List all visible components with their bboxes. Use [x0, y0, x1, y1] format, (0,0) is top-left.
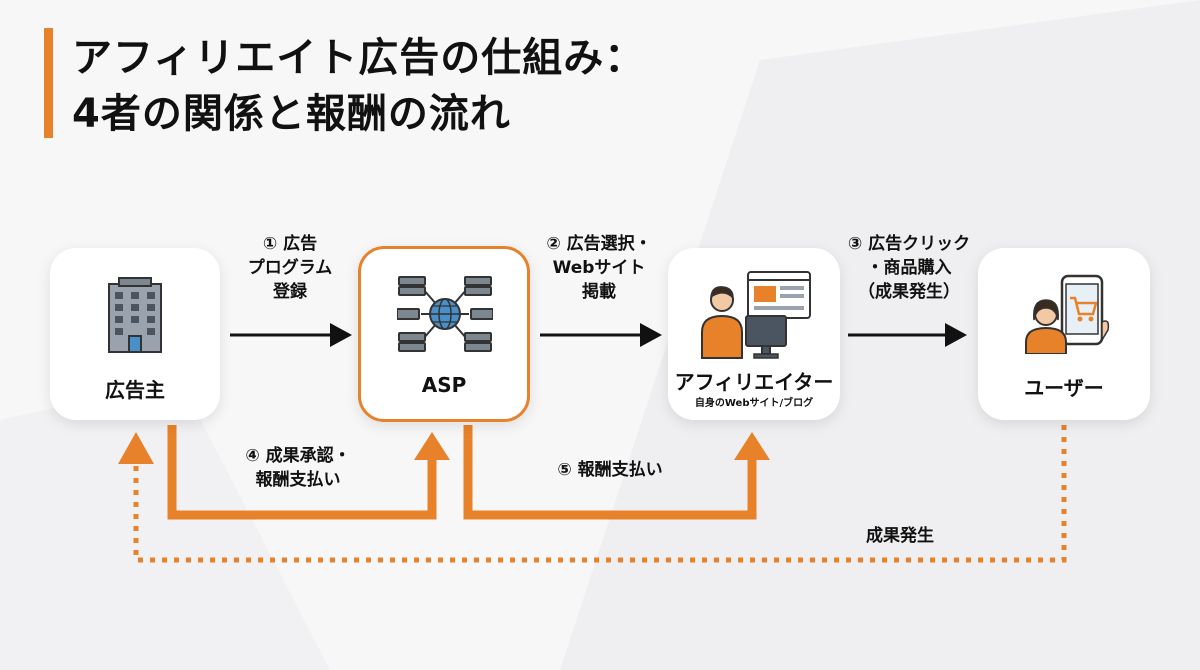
step5-line1: ⑤ 報酬支払い: [557, 460, 663, 480]
shopping-cart-icon: [1070, 296, 1098, 322]
outcome-label: 成果発生: [840, 524, 960, 548]
step3-line1: ③ 広告クリック: [847, 234, 971, 254]
office-building-icon: [108, 277, 162, 353]
affiliate-label: アフィリエイター: [674, 370, 834, 394]
title-line-2: 4者の関係と報酬の流れ: [72, 91, 511, 137]
step2-line3: 掲載: [582, 282, 616, 302]
arrow-step3: [848, 323, 967, 347]
title-line-1: アフィリエイト広告の仕組み：: [72, 35, 646, 81]
step2-label: ② 広告選択・ Webサイト 掲載: [534, 232, 664, 304]
step3-line3: （成果発生）: [858, 282, 960, 302]
step1-line3: 登録: [273, 282, 307, 302]
person-smartphone-shopping-icon: [1025, 274, 1110, 354]
outcome-line1: 成果発生: [866, 526, 934, 546]
step4-line2: 報酬支払い: [255, 470, 341, 490]
arrow-step5-payment: [463, 425, 770, 520]
card-affiliate: アフィリエイター 自身のWebサイト/ブログ: [668, 248, 840, 420]
step5-label: ⑤ 報酬支払い: [520, 458, 700, 482]
arrow-step2: [540, 323, 662, 347]
step2-line2: Webサイト: [552, 258, 646, 278]
affiliate-sub-label: 自身のWebサイト/ブログ: [694, 398, 814, 409]
arrow-outcome-dotted: [118, 425, 1067, 563]
step1-line2: プログラム: [247, 258, 333, 278]
arrow-step4-payment: [167, 425, 450, 520]
title-accent-bar: [44, 28, 53, 138]
network-server-icon: [397, 276, 493, 352]
step2-line1: ② 広告選択・: [546, 234, 652, 254]
card-asp: ASP: [358, 246, 530, 422]
step3-label: ③ 広告クリック ・商品購入 （成果発生）: [834, 232, 984, 304]
step4-label: ④ 成果承認・ 報酬支払い: [218, 444, 378, 492]
step1-line1: ① 広告: [262, 234, 318, 254]
user-label: ユーザー: [1024, 376, 1104, 400]
arrow-step1: [230, 323, 352, 347]
step3-line2: ・商品購入: [866, 258, 952, 278]
step4-line1: ④ 成果承認・: [245, 446, 351, 466]
asp-label: ASP: [421, 373, 467, 397]
page-title: アフィリエイト広告の仕組み： 4者の関係と報酬の流れ: [72, 30, 645, 142]
person-computer-icon: [701, 271, 811, 359]
card-advertiser: 広告主: [50, 248, 220, 420]
advertiser-label: 広告主: [105, 378, 165, 402]
card-user: ユーザー: [978, 248, 1150, 420]
step1-label: ① 広告 プログラム 登録: [230, 232, 350, 304]
